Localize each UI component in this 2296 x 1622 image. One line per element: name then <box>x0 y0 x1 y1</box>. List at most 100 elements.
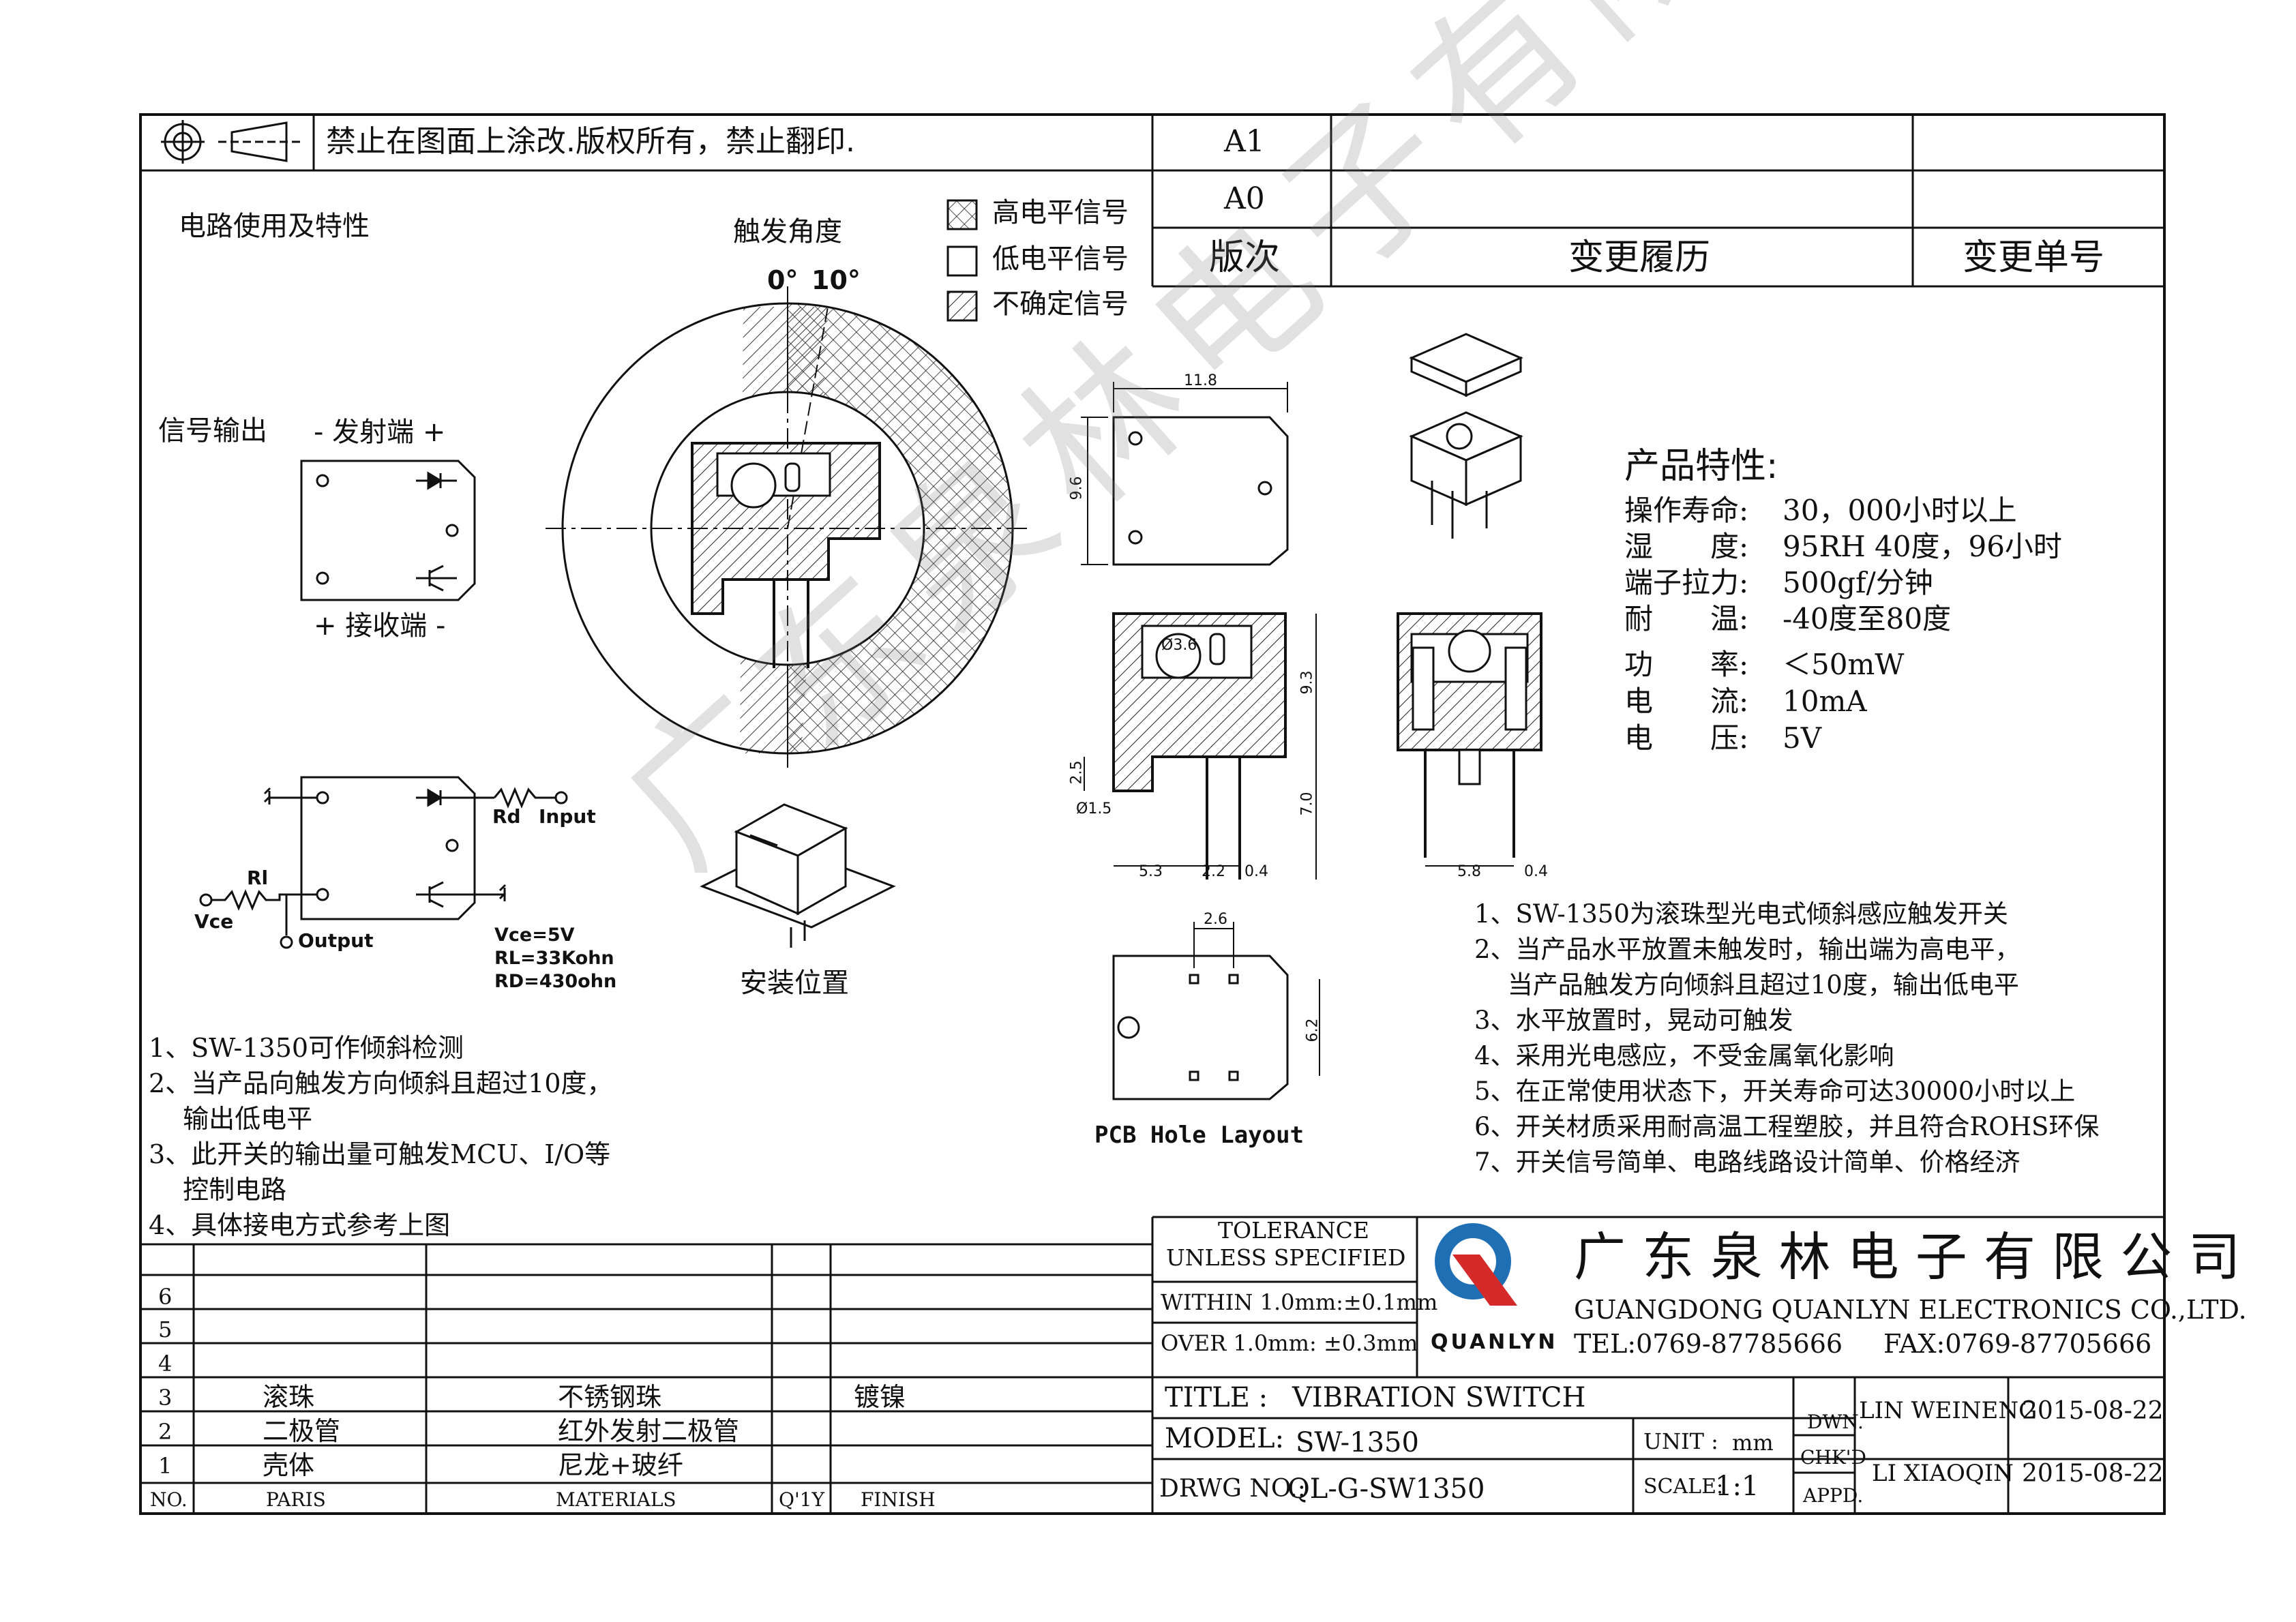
right-note: 5、在正常使用状态下，开关寿命可达30000小时以上 <box>1474 1077 2076 1106</box>
dim-0-4b: 0.4 <box>1524 863 1548 880</box>
revision-header-order: 变更单号 <box>1963 237 2105 278</box>
spec-voltage-label: 电 压: <box>1624 721 1749 755</box>
legend-low: 低电平信号 <box>992 243 1129 275</box>
revision-header-history: 变更履历 <box>1568 237 1711 278</box>
dim-2-2: 2.2 <box>1202 863 1225 880</box>
bom-material: 尼龙+玻纤 <box>558 1450 683 1480</box>
dim-11-8: 11.8 <box>1184 372 1217 389</box>
bom-part: 二极管 <box>263 1416 341 1446</box>
legend-high: 高电平信号 <box>992 197 1129 228</box>
revision-row-a1: A1 <box>1224 124 1265 159</box>
drwg-label: DRWG NO.: <box>1159 1475 1306 1503</box>
company-fax: FAX:0769-87705666 <box>1883 1329 2152 1359</box>
scale-label: SCALE: <box>1643 1475 1724 1499</box>
right-note: 2、当产品水平放置未触发时，输出端为高电平， <box>1474 935 2021 964</box>
signal-output-label: 信号输出 <box>158 415 267 447</box>
angle-0-label: 0° <box>767 265 799 295</box>
left-note: 控制电路 <box>149 1175 287 1205</box>
tolerance-over: OVER 1.0mm: ±0.3mm <box>1161 1330 1418 1356</box>
bom-no: 5 <box>158 1317 173 1342</box>
model-label: MODEL: <box>1165 1423 1285 1454</box>
exploded-view <box>1409 333 1523 539</box>
spec-life-label: 操作寿命: <box>1624 494 1749 527</box>
dim-d1-5: Ø1.5 <box>1076 800 1112 817</box>
revision-row-a0: A0 <box>1224 181 1265 216</box>
right-note: 4、采用光电感应，不受金属氧化影响 <box>1474 1041 1894 1070</box>
front-section-view <box>1084 612 1317 880</box>
scale-value: 1:1 <box>1715 1471 1759 1502</box>
rd-label: Rd <box>492 805 521 828</box>
logo-text: QUANLYN <box>1431 1330 1558 1354</box>
dim-9-3: 9.3 <box>1298 670 1316 695</box>
spec-temp-value: -40度至80度 <box>1783 602 1952 635</box>
signal-output-schematic <box>300 460 476 601</box>
bom-header-qty: Q'1Y <box>779 1488 824 1511</box>
tolerance-within: WITHIN 1.0mm:±0.1mm <box>1161 1289 1438 1315</box>
drwg-value: QL-G-SW1350 <box>1287 1473 1485 1505</box>
legend-low-swatch <box>946 245 978 277</box>
company-logo <box>1435 1223 1517 1306</box>
bom-no: 2 <box>158 1419 173 1445</box>
dim-6-2: 6.2 <box>1304 1018 1322 1042</box>
header-strip <box>139 113 2166 288</box>
spec-humidity-value: 95RH 40度，96小时 <box>1783 530 2062 563</box>
bom-no: 4 <box>158 1351 173 1377</box>
company-tel: TEL:0769-87785666 <box>1574 1329 1843 1359</box>
unit-label: UNIT : <box>1643 1428 1718 1454</box>
right-note: 当产品触发方向倾斜且超过10度，输出低电平 <box>1474 970 2019 1000</box>
bom-header-no: NO. <box>150 1488 188 1511</box>
chkd-label: CHK'D <box>1800 1446 1866 1469</box>
bom-no: 1 <box>158 1453 173 1479</box>
tolerance-title: TOLERANCE <box>1218 1217 1369 1244</box>
company-name-en: GUANGDONG QUANLYN ELECTRONICS CO.,LTD. <box>1574 1295 2247 1325</box>
spec-humidity-label: 湿 度: <box>1624 530 1749 563</box>
dwn-date: 2015-08-22 <box>2022 1397 2164 1425</box>
dwn-name: LIN WEINENG <box>1859 1397 2038 1424</box>
title-value: VIBRATION SWITCH <box>1292 1382 1586 1413</box>
spec-voltage-value: 5V <box>1783 721 1822 755</box>
emitter-label: - 发射端 + <box>314 417 446 448</box>
spec-power-label: 功 率: <box>1624 648 1749 681</box>
right-note: 1、SW-1350为滚珠型光电式倾斜感应触发开关 <box>1474 899 2008 929</box>
trigger-angle-diagram <box>546 286 1030 770</box>
appd-label: APPD. <box>1803 1484 1864 1507</box>
pcb-layout <box>1112 922 1320 1100</box>
legend-high-swatch <box>946 199 978 230</box>
side-section-view <box>1397 612 1542 867</box>
chk-date: 2015-08-22 <box>2022 1460 2164 1488</box>
bom-material: 不锈钢珠 <box>558 1382 662 1412</box>
spec-power-value: ＜50mW <box>1783 648 1905 681</box>
bom-no: 3 <box>158 1385 173 1411</box>
bom-finish: 镀镍 <box>854 1382 906 1412</box>
left-note: 4、具体接电方式参考上图 <box>149 1210 451 1240</box>
bom-part: 滚珠 <box>263 1382 315 1412</box>
pcb-label: PCB Hole Layout <box>1094 1122 1304 1149</box>
output-label: Output <box>298 929 374 952</box>
table-lines <box>139 1216 2166 1515</box>
left-note: 3、此开关的输出量可触发MCU、I/O等 <box>149 1139 611 1169</box>
model-value: SW-1350 <box>1296 1427 1419 1458</box>
bom-material: 红外发射二极管 <box>558 1416 740 1446</box>
spec-life-value: 30，000小时以上 <box>1783 494 2017 527</box>
right-note: 6、开关材质采用耐高温工程塑胶，并且符合ROHS环保 <box>1474 1112 2100 1141</box>
spec-current-value: 10mA <box>1783 685 1867 718</box>
bom-header-materials: MATERIALS <box>556 1488 676 1511</box>
dim-2-6: 2.6 <box>1204 911 1227 928</box>
spec-rd: RD=430ohn <box>494 971 617 992</box>
dwn-label: DWN. <box>1807 1411 1864 1433</box>
input-label: Input <box>539 805 596 828</box>
install-label: 安装位置 <box>740 967 849 999</box>
trigger-angle-title: 触发角度 <box>733 216 842 247</box>
product-title: 产品特性: <box>1624 446 1778 487</box>
bom-header-finish: FINISH <box>861 1488 936 1511</box>
copyright-notice: 禁止在图面上涂改.版权所有，禁止翻印. <box>326 124 855 159</box>
spec-current-label: 电 流: <box>1624 685 1749 718</box>
dim-7-0: 7.0 <box>1298 792 1316 816</box>
bom-part: 壳体 <box>263 1450 315 1480</box>
tolerance-subtitle: UNLESS SPECIFIED <box>1166 1244 1406 1271</box>
vce-label: Vce <box>194 910 234 933</box>
dim-2-5: 2.5 <box>1068 760 1086 785</box>
top-view <box>1081 382 1289 566</box>
legend-uncertain-swatch <box>946 290 978 322</box>
